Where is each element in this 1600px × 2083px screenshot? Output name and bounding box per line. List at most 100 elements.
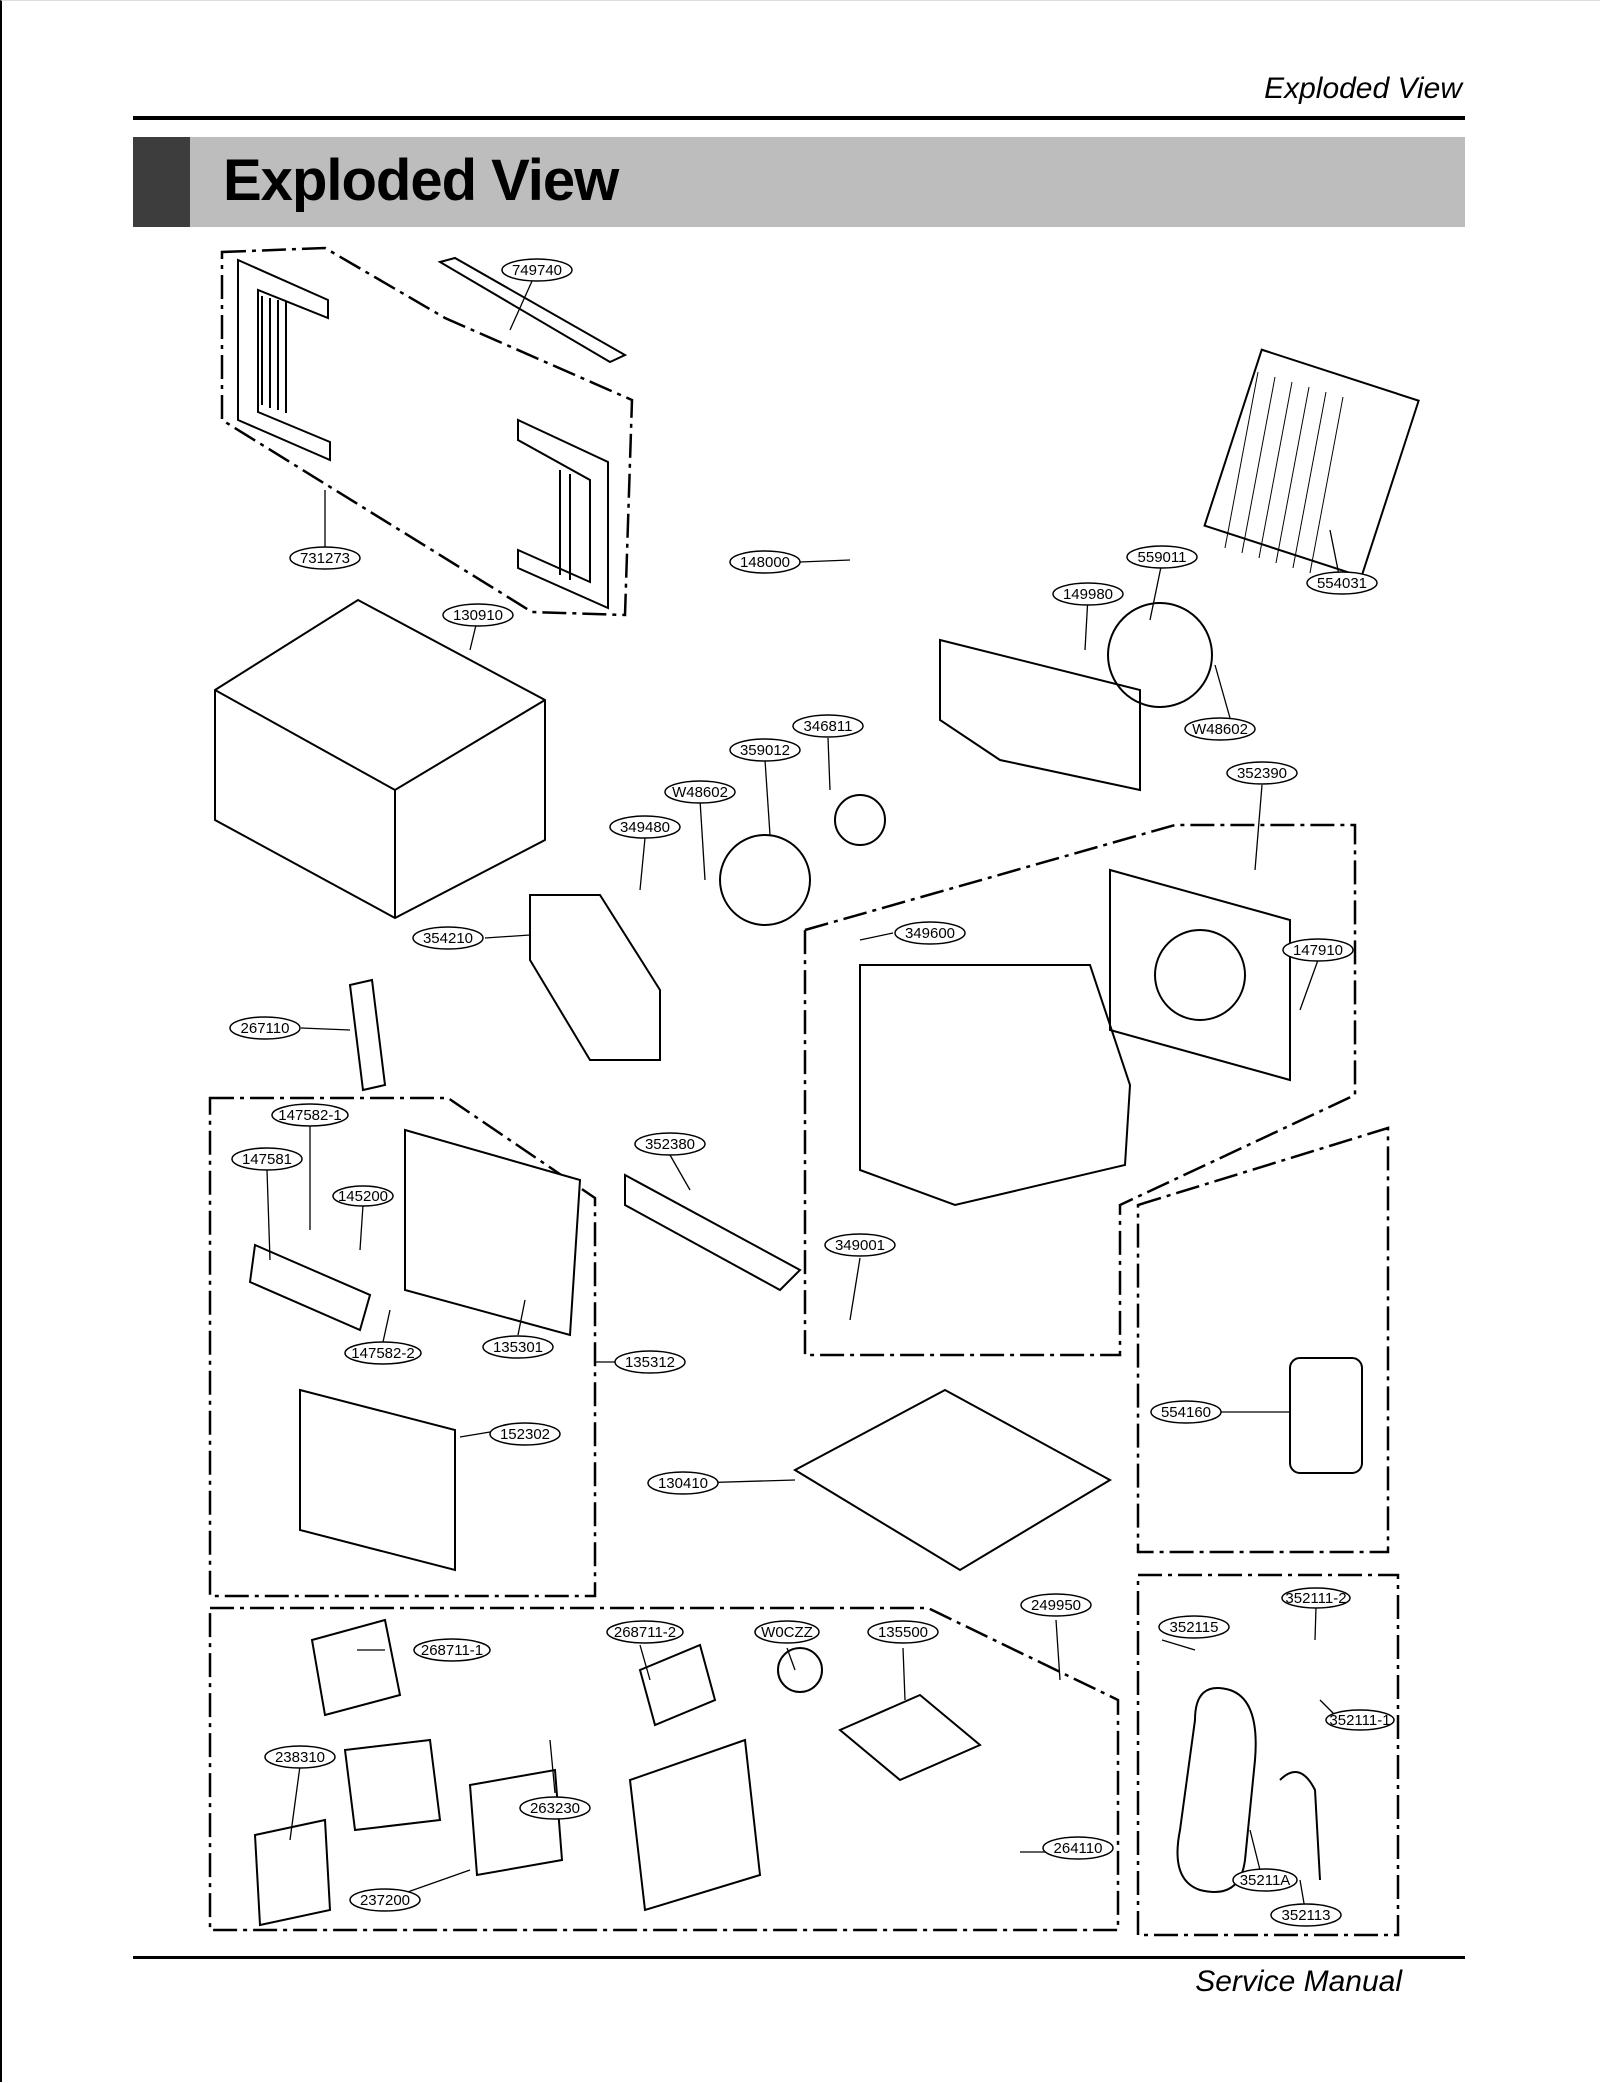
- outer-cabinet: [214, 598, 546, 920]
- callout-147581: 147581: [231, 1147, 303, 1171]
- svg-text:352111-2: 352111-2: [1285, 1590, 1346, 1607]
- control-panel-display: [343, 1738, 442, 1832]
- svg-text:135312: 135312: [625, 1354, 675, 1371]
- callout-352115: 352115: [1158, 1615, 1230, 1639]
- window-side-panel-left: [237, 258, 331, 462]
- svg-text:130410: 130410: [658, 1475, 708, 1492]
- svg-text:352111-1: 352111-1: [1329, 1712, 1390, 1729]
- svg-text:749740: 749740: [512, 262, 562, 279]
- callout-731273: 731273: [289, 546, 361, 570]
- svg-text:130910: 130910: [453, 607, 503, 624]
- compressor-body: [1289, 1357, 1363, 1474]
- title-accent-block: [133, 137, 190, 227]
- callout-W0CZZ: W0CZZ: [754, 1620, 820, 1644]
- callout-W48602-a: W48602: [664, 780, 736, 804]
- outline-window-kit: [220, 246, 634, 617]
- svg-text:352380: 352380: [645, 1136, 695, 1153]
- outline-fan-base: [803, 823, 1357, 1357]
- svg-text:W0CZZ: W0CZZ: [761, 1624, 813, 1641]
- callout-35211A: 35211A: [1232, 1868, 1298, 1892]
- display-label: [253, 1818, 332, 1927]
- svg-text:238310: 238310: [275, 1749, 325, 1766]
- callout-149980: 149980: [1052, 582, 1124, 606]
- evaporator-coil: [529, 894, 661, 1061]
- callout-147910: 147910: [1282, 938, 1354, 962]
- air-guide: [859, 964, 1132, 1207]
- svg-text:W48602: W48602: [672, 784, 728, 801]
- svg-text:349480: 349480: [620, 819, 670, 836]
- svg-text:W48602: W48602: [1192, 721, 1248, 738]
- callout-349480: 349480: [609, 815, 681, 839]
- svg-text:135301: 135301: [493, 1339, 543, 1356]
- svg-text:349001: 349001: [835, 1237, 885, 1254]
- title-bar: Exploded View: [133, 137, 1465, 227]
- callout-352390: 352390: [1226, 761, 1298, 785]
- top-rail: [437, 256, 628, 364]
- callout-249950: 249950: [1020, 1593, 1092, 1617]
- callout-238310: 238310: [264, 1745, 336, 1769]
- callout-147582-1: 147582-1: [271, 1103, 349, 1127]
- callout-135500: 135500: [867, 1620, 939, 1644]
- callout-layer: 749740 731273 148000 559011 554031 13091…: [229, 258, 1395, 1927]
- callout-148000: 148000: [729, 550, 801, 574]
- callout-352111-1: 352111-1: [1325, 1709, 1395, 1731]
- svg-text:35211A: 35211A: [1240, 1872, 1291, 1889]
- outline-compressor: [1136, 1126, 1390, 1554]
- group-outlines: [208, 246, 1400, 1937]
- page-title: Exploded View: [223, 148, 619, 213]
- callout-130910: 130910: [442, 603, 514, 627]
- blower-wheel: [719, 834, 811, 926]
- cover-plate: [838, 1693, 982, 1782]
- svg-text:147582-1: 147582-1: [278, 1107, 341, 1124]
- svg-text:148000: 148000: [740, 554, 790, 571]
- callout-135312: 135312: [614, 1350, 686, 1374]
- svg-text:135500: 135500: [878, 1624, 928, 1641]
- fan-motor: [834, 794, 886, 846]
- partition-orifice: [1154, 929, 1246, 1021]
- svg-text:147581: 147581: [242, 1151, 292, 1168]
- svg-text:554031: 554031: [1317, 575, 1367, 592]
- callout-559011: 559011: [1126, 545, 1198, 569]
- inlet-grille-small: [248, 1243, 372, 1332]
- svg-text:267110: 267110: [241, 1020, 290, 1037]
- callout-263230: 263230: [519, 1796, 591, 1820]
- callout-135301: 135301: [482, 1335, 554, 1359]
- svg-text:352115: 352115: [1170, 1619, 1219, 1636]
- callout-359012: 359012: [729, 738, 801, 762]
- callout-349600: 349600: [894, 921, 966, 945]
- callout-749740: 749740: [501, 258, 573, 282]
- outline-piping: [1136, 1573, 1400, 1937]
- svg-text:268711-2: 268711-2: [614, 1624, 676, 1641]
- svg-text:152302: 152302: [500, 1426, 550, 1443]
- svg-text:559011: 559011: [1138, 549, 1187, 566]
- condenser-fan: [1107, 602, 1213, 708]
- svg-text:263230: 263230: [530, 1800, 580, 1817]
- callout-264110: 264110: [1042, 1836, 1114, 1860]
- svg-text:249950: 249950: [1031, 1597, 1081, 1614]
- svg-text:147910: 147910: [1293, 942, 1343, 959]
- svg-text:349600: 349600: [905, 925, 955, 942]
- condenser-fins: [1224, 371, 1344, 574]
- svg-text:352113: 352113: [1282, 1907, 1331, 1924]
- svg-text:237200: 237200: [360, 1892, 410, 1909]
- callout-267110: 267110: [229, 1016, 301, 1040]
- callout-237200: 237200: [349, 1888, 421, 1912]
- air-filter: [299, 1388, 456, 1572]
- svg-text:268711-1: 268711-1: [421, 1642, 483, 1659]
- callout-W48602-b: W48602: [1184, 717, 1256, 741]
- callout-354210: 354210: [412, 926, 484, 950]
- svg-text:346811: 346811: [804, 718, 853, 735]
- outline-electrical: [208, 1606, 1120, 1932]
- svg-text:554160: 554160: [1161, 1404, 1211, 1421]
- main-pcb: [638, 1643, 717, 1727]
- display-pcb: [310, 1618, 402, 1717]
- svg-text:264110: 264110: [1054, 1840, 1103, 1857]
- svg-text:359012: 359012: [740, 742, 790, 759]
- callout-145200: 145200: [332, 1185, 394, 1207]
- callout-352380: 352380: [634, 1132, 706, 1156]
- window-side-panel-right: [517, 418, 609, 610]
- callout-352113: 352113: [1270, 1903, 1342, 1927]
- base-pan: [792, 1388, 1113, 1572]
- callout-554160: 554160: [1150, 1400, 1222, 1424]
